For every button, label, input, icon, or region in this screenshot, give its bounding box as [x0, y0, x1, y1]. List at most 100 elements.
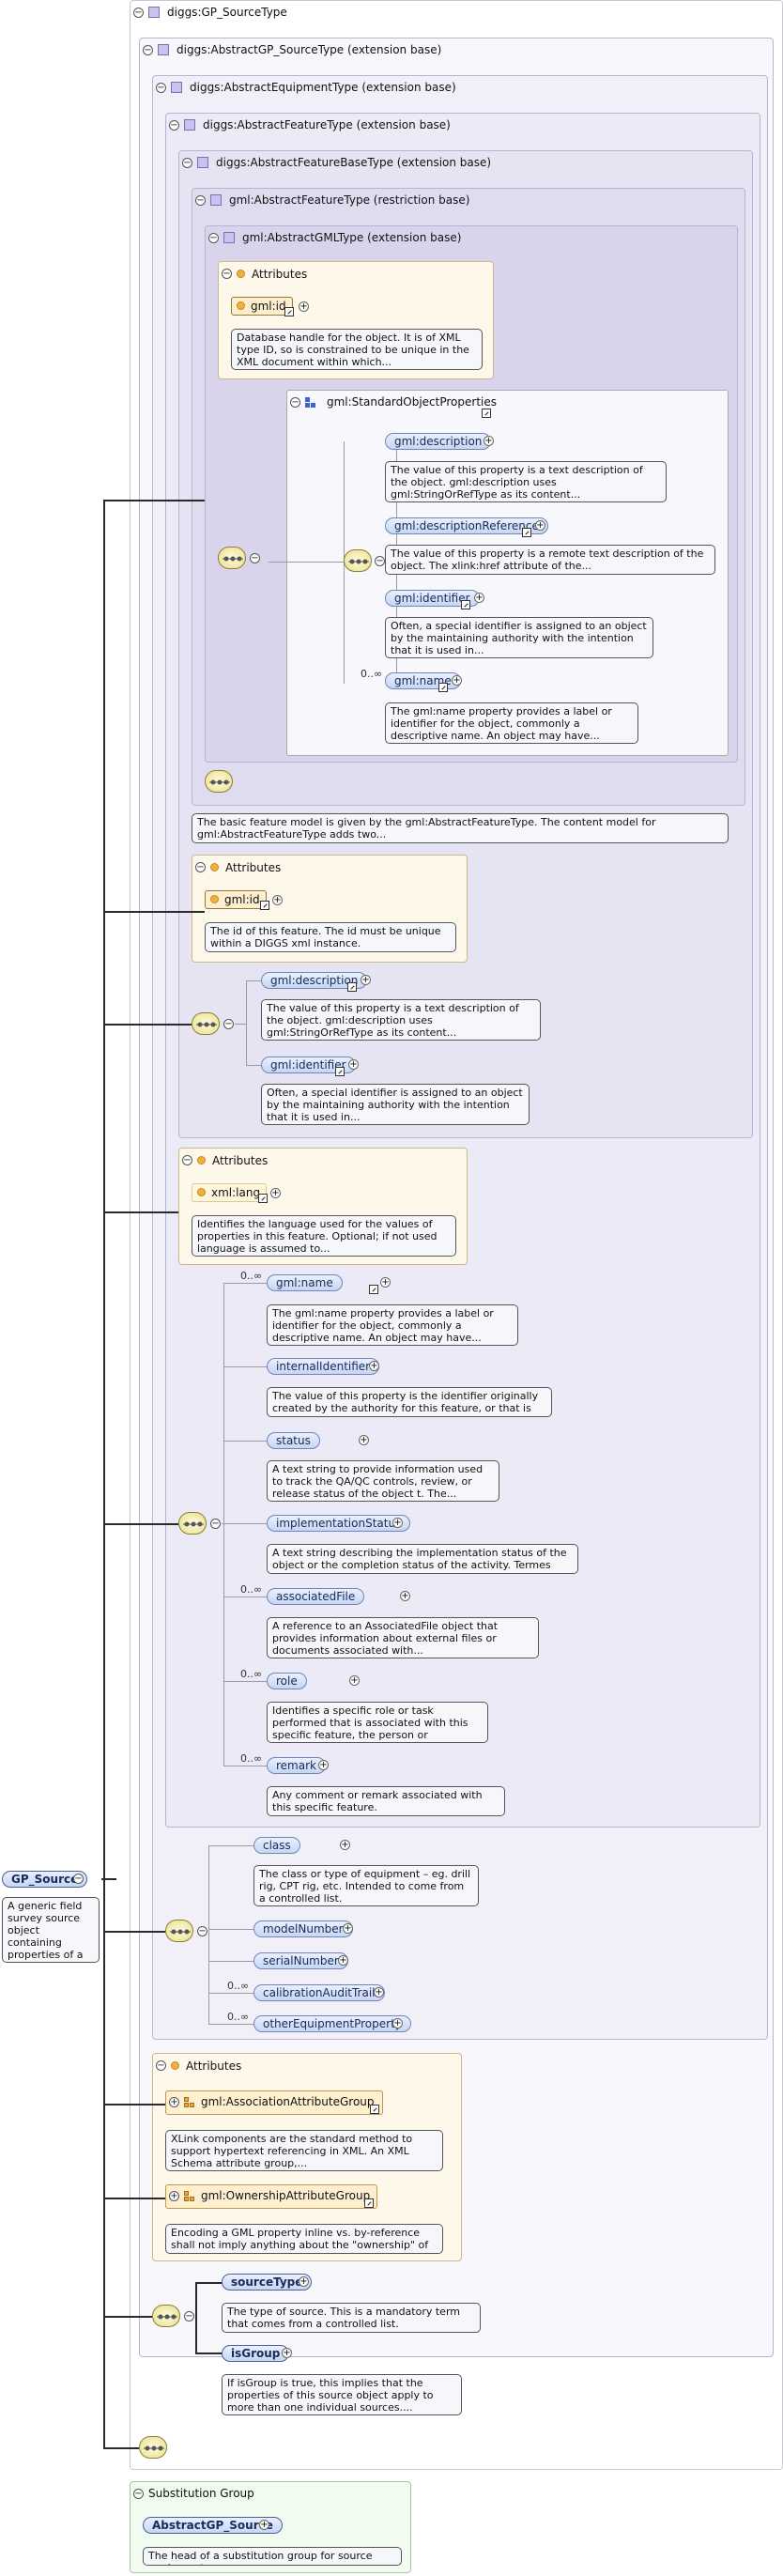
reference-link-icon[interactable] [369, 1285, 378, 1294]
connector [208, 1993, 255, 1994]
collapse-toggle-standard-object-properties[interactable]: − [290, 397, 300, 408]
sequence-compositor-icon[interactable] [344, 549, 372, 572]
element-gml-name[interactable]: gml:name [267, 1274, 343, 1291]
collapse-toggle-sequence[interactable]: − [184, 2311, 194, 2321]
expand-plus-icon[interactable]: + [484, 436, 494, 446]
tree-connector [103, 1211, 178, 1213]
sequence-compositor-icon[interactable] [139, 2436, 167, 2459]
expand-plus-icon[interactable]: + [299, 301, 309, 312]
collapse-toggle-sequence[interactable]: − [197, 1926, 207, 1936]
reference-link-icon[interactable] [284, 307, 294, 316]
reference-link-icon[interactable] [438, 683, 448, 692]
element-gml-identifier[interactable]: gml:identifier [385, 590, 480, 607]
attribute-group-association[interactable] [165, 2090, 383, 2115]
sequence-compositor-icon[interactable] [152, 2305, 180, 2327]
element-class[interactable]: class [253, 1837, 300, 1854]
element-gml-description[interactable]: gml:description [261, 972, 368, 989]
reference-link-icon[interactable] [482, 409, 491, 418]
expand-plus-icon[interactable]: + [299, 2276, 309, 2287]
element-is-group[interactable]: isGroup [222, 2345, 290, 2362]
expand-plus-icon[interactable]: + [318, 1760, 329, 1770]
expand-plus-icon[interactable]: + [535, 520, 545, 531]
expand-plus-icon[interactable]: + [392, 1518, 403, 1528]
collapse-toggle-substitution[interactable]: − [133, 2489, 144, 2499]
reference-link-icon[interactable] [258, 1194, 268, 1203]
element-calibration-audit-trail[interactable]: calibrationAuditTrail [253, 1984, 385, 2001]
element-abstract-gp-source[interactable]: AbstractGP_Source [143, 2517, 283, 2534]
root-element-gp-source[interactable]: GP_Source [2, 1871, 88, 1888]
collapse-toggle-attributes[interactable]: − [222, 269, 232, 279]
element-status[interactable]: status [267, 1432, 320, 1449]
collapse-toggle-sequence[interactable]: − [223, 1019, 234, 1029]
element-implementation-status[interactable]: implementationStatus [267, 1515, 411, 1532]
element-gml-description-reference[interactable]: gml:descriptionReference [385, 517, 548, 534]
expand-plus-icon[interactable]: + [348, 1059, 359, 1070]
expand-plus-icon[interactable]: + [343, 1923, 353, 1934]
expand-plus-icon[interactable]: + [259, 2520, 269, 2530]
expand-plus-icon[interactable]: + [338, 1955, 348, 1966]
collapse-toggle-layer-1[interactable]: − [143, 45, 153, 55]
reference-link-icon[interactable] [347, 982, 357, 992]
expand-plus-icon[interactable]: + [282, 2348, 292, 2358]
expand-plus-icon[interactable]: + [270, 1188, 281, 1198]
reference-link-icon[interactable] [260, 901, 269, 910]
collapse-toggle-attributes[interactable]: − [156, 2060, 166, 2071]
collapse-toggle-sequence[interactable]: − [210, 1519, 221, 1529]
expand-plus-icon[interactable]: + [359, 1435, 369, 1445]
element-gml-name[interactable]: gml:name [385, 672, 461, 689]
reference-link-icon[interactable] [522, 528, 531, 537]
attribute-group-icon [184, 2097, 197, 2108]
attribute-name: gml:id [251, 300, 286, 313]
collapse-toggle-layer-5[interactable]: − [195, 195, 206, 206]
expand-plus-icon[interactable]: + [374, 1987, 384, 1998]
attribute-gml-id[interactable]: gml:id [205, 890, 267, 909]
expand-plus-icon[interactable]: + [380, 1277, 391, 1288]
element-gml-identifier[interactable]: gml:identifier [261, 1057, 356, 1073]
collapse-toggle-layer-4[interactable]: − [182, 158, 192, 168]
element-serial-number[interactable]: serialNumber [253, 1952, 348, 1969]
element-internal-identifier[interactable]: internalIdentifier [267, 1358, 380, 1375]
sequence-compositor-icon[interactable] [218, 547, 246, 569]
collapse-toggle-sequence[interactable]: − [375, 556, 385, 566]
element-model-number[interactable]: modelNumber [253, 1920, 353, 1937]
tree-connector [103, 2198, 165, 2199]
expand-plus-icon[interactable]: + [340, 1840, 350, 1850]
collapse-toggle-layer-2[interactable]: − [156, 83, 166, 93]
attribute-gml-id[interactable]: gml:id [231, 297, 293, 316]
sequence-compositor-icon[interactable] [165, 1920, 193, 1942]
expand-plus-icon[interactable]: + [349, 1675, 360, 1686]
attribute-xml-lang[interactable]: xml:lang [192, 1183, 268, 1202]
connector [195, 2282, 197, 2353]
collapse-toggle-layer-6[interactable]: − [208, 233, 219, 243]
expand-plus-icon[interactable]: + [400, 1591, 410, 1601]
reference-link-icon[interactable] [370, 2105, 379, 2114]
expand-plus-icon[interactable]: + [272, 895, 283, 905]
expand-plus-icon[interactable]: + [474, 593, 484, 603]
reference-link-icon[interactable] [364, 2198, 374, 2208]
element-other-equipment-property[interactable]: otherEquipmentProperty [253, 2015, 411, 2032]
reference-link-icon[interactable] [335, 1067, 345, 1076]
element-gml-description[interactable]: gml:description [385, 433, 492, 450]
collapse-toggle-attributes[interactable]: − [195, 862, 206, 872]
expand-plus-icon[interactable]: + [452, 675, 462, 686]
attribute-group-ownership[interactable] [165, 2184, 377, 2209]
reference-link-icon[interactable] [461, 600, 470, 609]
expand-toggle-group[interactable]: + [169, 2191, 179, 2201]
element-remark[interactable]: remark [267, 1757, 326, 1774]
collapse-toggle-root[interactable]: − [73, 1874, 84, 1884]
sequence-compositor-icon[interactable] [192, 1012, 220, 1035]
collapse-toggle-attributes[interactable]: − [182, 1155, 192, 1165]
element-source-type[interactable]: sourceType [222, 2274, 313, 2291]
expand-plus-icon[interactable]: + [369, 1361, 379, 1371]
expand-toggle-group[interactable]: + [169, 2097, 179, 2107]
sequence-compositor-icon[interactable] [205, 770, 233, 793]
collapse-toggle-gp-source-type[interactable]: − [133, 8, 144, 18]
element-role[interactable]: role [267, 1673, 307, 1689]
expand-plus-icon[interactable]: + [392, 2018, 403, 2028]
expand-plus-icon[interactable]: + [361, 975, 371, 985]
sequence-compositor-icon[interactable] [178, 1512, 207, 1535]
cardinality-label: 0..∞ [240, 1583, 263, 1596]
element-associated-file[interactable]: associatedFile [267, 1588, 365, 1605]
collapse-toggle-layer-3[interactable]: − [169, 120, 179, 131]
collapse-toggle-sequence[interactable]: − [250, 553, 260, 563]
